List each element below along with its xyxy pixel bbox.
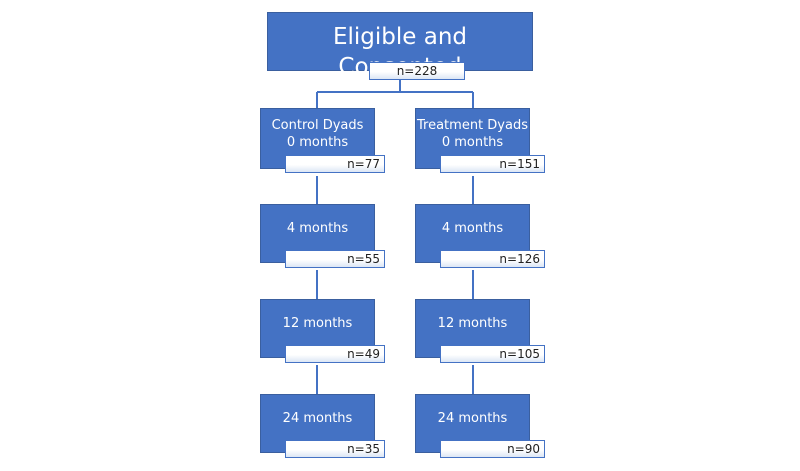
- treatment-box-1-title: 4 months: [441, 221, 504, 236]
- treatment-box-3-title: 24 months: [437, 411, 508, 426]
- control-count-3: n=35: [285, 440, 385, 458]
- treatment-count-0: n=151: [440, 155, 545, 173]
- root-count: n=228: [369, 62, 465, 80]
- control-box-0-line-2: 0 months: [286, 134, 349, 150]
- control-box-0-line-1: Control Dyads: [271, 118, 364, 133]
- control-box-3-title: 24 months: [282, 411, 353, 426]
- treatment-count-1: n=126: [440, 250, 545, 268]
- treatment-count-3: n=90: [440, 440, 545, 458]
- control-count-1: n=55: [285, 250, 385, 268]
- connector-root-split: [316, 78, 474, 108]
- treatment-box-0-line-1: Treatment Dyads: [417, 118, 528, 133]
- treatment-count-2: n=105: [440, 345, 545, 363]
- control-box-1-title: 4 months: [286, 221, 349, 236]
- control-count-2: n=49: [285, 345, 385, 363]
- control-count-0: n=77: [285, 155, 385, 173]
- treatment-box-0-line-2: 0 months: [441, 134, 504, 150]
- control-box-2-title: 12 months: [282, 316, 353, 331]
- treatment-box-2-title: 12 months: [437, 316, 508, 331]
